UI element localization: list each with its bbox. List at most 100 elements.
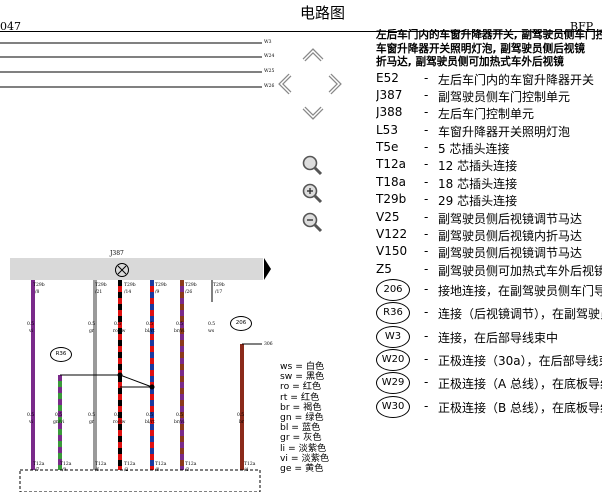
wire-gauge: 0.5 <box>208 322 216 327</box>
pin-bottom-conn: T12a <box>244 462 256 467</box>
pin-top-conn: T29b <box>33 283 45 288</box>
color-key-entry: bl = 蓝色 <box>280 422 321 434</box>
wire-label-w24: W24 <box>264 54 275 59</box>
pin-top-num: /26 <box>185 290 193 295</box>
pin-bottom-num: /4 <box>244 468 249 473</box>
zoom-fit-icon[interactable] <box>301 154 323 176</box>
zoom-in-icon[interactable] <box>301 182 323 204</box>
component-legend: 左后车门内的车窗升降器开关, 副驾驶员侧车门控制单元 车窗升降器开关照明灯泡, … <box>376 29 602 419</box>
pin-top-num: /17 <box>215 290 223 295</box>
pin-bottom-conn: T12a <box>33 462 45 467</box>
wire-gauge: 0.5 <box>237 413 245 418</box>
wire-gauge: 0.5 <box>88 413 96 418</box>
color-key-entry: gn = 绿色 <box>280 412 324 424</box>
wire-color: bl/rt <box>145 420 155 425</box>
wire-color: ro/sw <box>113 420 126 425</box>
legend-item: E52-左后车门内的车窗升降器开关 <box>376 70 595 87</box>
color-key-entry: vi = 淡紫色 <box>280 452 330 464</box>
pan-left-icon[interactable] <box>278 73 292 95</box>
pin-top-conn: T29b <box>95 283 107 288</box>
pin-top-num: /14 <box>124 290 132 295</box>
legend-item: J388-左后车门控制单元 <box>376 105 535 122</box>
pan-up-icon[interactable] <box>302 48 324 62</box>
color-key-entry: ro = 红色 <box>280 381 322 393</box>
wire-gauge: 0.5 <box>114 322 122 327</box>
pin-bottom-num: /6 <box>95 468 100 473</box>
pin-bottom-num: /8 <box>155 468 160 473</box>
ground-point-206: 206 <box>230 316 252 331</box>
wire-junction-dot <box>117 372 123 378</box>
legend-item: J387-副驾驶员侧车门控制单元 <box>376 87 571 104</box>
header-rule <box>0 31 602 32</box>
control-unit-label: J387 <box>110 250 124 257</box>
wire-gauge: 0.5 <box>27 413 35 418</box>
pin-top-conn: T29b <box>124 283 136 288</box>
pin-bottom-conn: T12a <box>95 462 107 467</box>
legend-circle-item: W29-正极连接（A 总线），在底板导线束中 <box>376 372 602 395</box>
pin-top-num: /8 <box>35 290 40 295</box>
pin-top-conn: T29b <box>155 283 167 288</box>
page-title: 电路图 <box>299 4 345 22</box>
legend-item: Z5-副驾驶员侧可加热式车外后视镜 <box>376 261 602 278</box>
wire-label-w25: W25 <box>264 69 275 74</box>
connection-r36: R36 <box>50 347 72 362</box>
legend-item: T5e-5 芯插头连接 <box>376 140 510 157</box>
color-key-entry: rt = 红色 <box>280 391 320 403</box>
wire-gauge: 0.5 <box>176 413 184 418</box>
pin-top-conn: T29b <box>213 283 225 288</box>
wire-color: gn/vi <box>53 420 65 425</box>
legend-heading-line: 折马达, 副驾驶员侧可加热式车外后视镜 <box>376 56 564 68</box>
legend-item: V25-副驾驶员侧后视镜调节马达 <box>376 209 583 226</box>
pin-top-num: /21 <box>95 290 103 295</box>
legend-item: T29b-29 芯插头连接 <box>376 192 518 209</box>
control-unit-symbol-icon <box>115 263 129 277</box>
control-unit-box <box>10 258 263 280</box>
wire-color: gr <box>89 329 95 334</box>
legend-circle-item: 206-接地连接，在副驾驶员侧车门导线束中 <box>376 279 602 302</box>
pan-right-icon[interactable] <box>328 73 342 95</box>
wire-gauge: 0.5 <box>88 322 96 327</box>
page-number-right: BFP <box>570 20 594 33</box>
wire-color: bl/rt <box>145 329 155 334</box>
legend-item: V150-副驾驶员侧后视镜调节马达 <box>376 244 583 261</box>
wire-gauge: 0.5 <box>146 413 154 418</box>
legend-item: T12a-12 芯插头连接 <box>376 157 518 174</box>
wire-gauge: 0.5 <box>176 322 184 327</box>
wire-label-w3: W3 <box>264 40 272 45</box>
wire-color: vi <box>29 329 33 334</box>
pin-top-conn: T29b <box>185 283 197 288</box>
pan-down-icon[interactable] <box>302 106 324 120</box>
wire-gauge: 0.5 <box>114 413 122 418</box>
color-key-entry: gr = 灰色 <box>280 432 322 444</box>
legend-item: L53-车窗升降器开关照明灯泡 <box>376 122 571 139</box>
wire-gauge: 0.5 <box>146 322 154 327</box>
color-key-entry: sw = 黑色 <box>280 371 325 383</box>
wire-color: ro/sw <box>113 329 126 334</box>
continue-arrow-icon[interactable] <box>264 258 271 280</box>
wire-junction-dot <box>149 384 155 390</box>
legend-heading-line: 左后车门内的车窗升降器开关, 副驾驶员侧车门控制单元 <box>376 29 602 41</box>
zoom-out-icon[interactable] <box>301 211 323 233</box>
color-key-entry: ge = 黄色 <box>280 463 324 475</box>
legend-circle-item: W30-正极连接（B 总线），在底板导线束中 <box>376 395 602 419</box>
wire-gauge: 0.5 <box>55 413 63 418</box>
wire-label-w26: W26 <box>264 84 275 89</box>
pin-bottom-conn: T12a <box>60 462 72 467</box>
wire-color: br <box>239 420 245 425</box>
pin-bottom-conn: T12a <box>155 462 167 467</box>
wire-color: vi <box>29 420 33 425</box>
wire-color: ws <box>208 329 215 334</box>
legend-item: V122-副驾驶员侧后视镜内折马达 <box>376 227 583 244</box>
pin-bottom-conn: T12a <box>124 462 136 467</box>
pin-bottom-num: /9 <box>62 468 67 473</box>
schematic-wires <box>19 280 262 492</box>
bottom-connector-outline <box>19 469 261 492</box>
color-key-entry: ws = 白色 <box>280 361 325 372</box>
wire-color: br/vi <box>174 420 185 425</box>
legend-circle-item: W20-正极连接（30a），在后部导线束中 <box>376 349 602 372</box>
pin-top-num: /9 <box>155 290 160 295</box>
legend-circle-item: W3-连接，在后部导线束中 <box>376 325 602 349</box>
pin-bottom-num: /7 <box>35 468 40 473</box>
wire-gauge: 0.5 <box>27 322 35 327</box>
ref-306-label: 306 <box>264 342 273 347</box>
